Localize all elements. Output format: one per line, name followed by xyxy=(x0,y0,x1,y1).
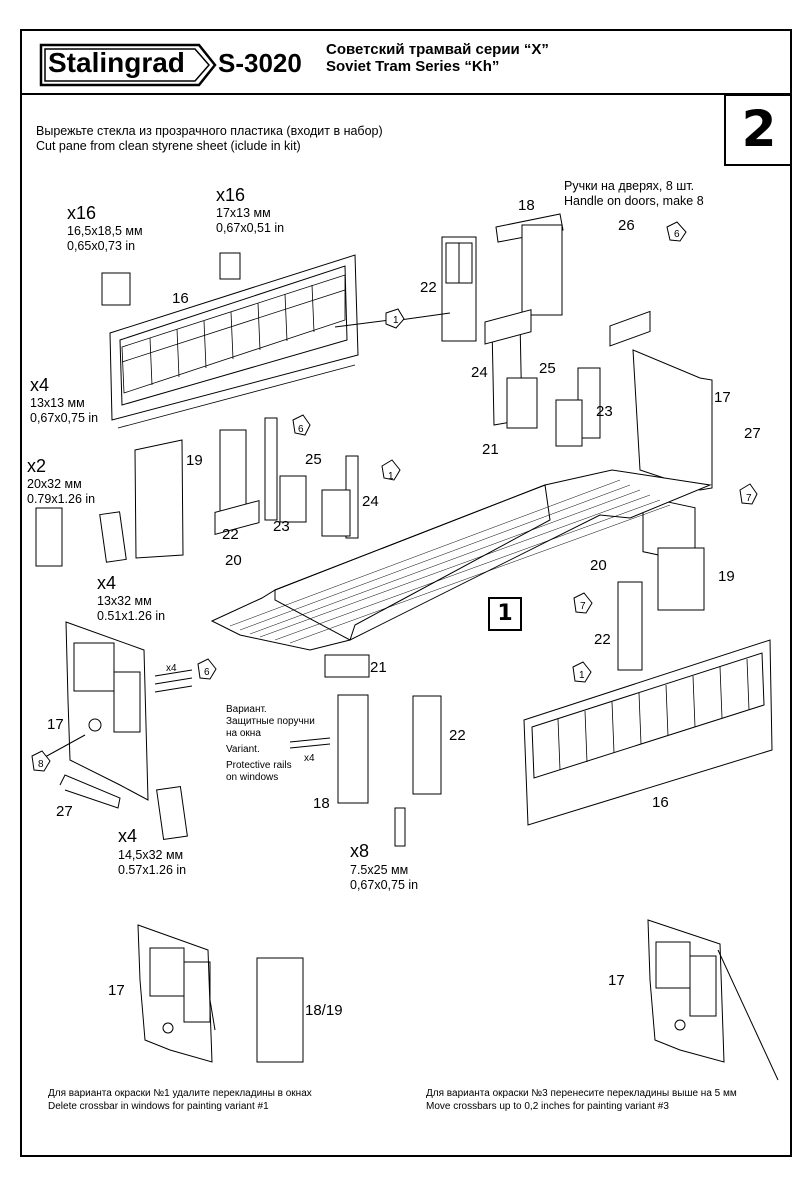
variant-note-line: Variant. xyxy=(226,744,260,755)
pane-count: x16 xyxy=(216,185,246,205)
callout-6: 6 xyxy=(204,667,210,678)
part-label-27: 27 xyxy=(56,803,73,820)
part-label-18: 18 xyxy=(518,197,535,214)
part-label-21: 21 xyxy=(370,659,387,676)
brand-arrow-frame xyxy=(39,43,217,87)
pane-count: x4 xyxy=(30,375,50,395)
quantity-label: x4 xyxy=(166,663,177,674)
variant-note-line: on windows xyxy=(226,772,279,783)
handles-en: Handle on doors, make 8 xyxy=(564,194,704,208)
part-label-18-19: 18/19 xyxy=(305,1002,343,1019)
part-label-19: 19 xyxy=(718,568,735,585)
subassembly-reference: 1 xyxy=(488,597,522,631)
variant1-ru: Для варианта окраски №1 удалите переклад… xyxy=(48,1088,312,1099)
handles-ru: Ручки на дверях, 8 шт. xyxy=(564,179,695,193)
part-label-27: 27 xyxy=(744,425,761,442)
part-label-26: 26 xyxy=(618,217,635,234)
pane-size-mm: 7.5x25 мм xyxy=(350,863,409,877)
callout-7: 7 xyxy=(746,493,752,504)
pane-size-in: 0,67x0,75 in xyxy=(350,878,419,892)
variant3-en: Move crossbars up to 0,2 inches for pain… xyxy=(426,1101,669,1112)
pane-count: x2 xyxy=(27,456,47,476)
part-label-21: 21 xyxy=(482,441,499,458)
cut-panes-en: Cut pane from clean styrene sheet (iclud… xyxy=(36,139,301,153)
variant-note-line: на окна xyxy=(226,728,261,739)
callout-1: 1 xyxy=(579,670,585,681)
instruction-sheet: Stalingrad S-3020 Советский трамвай сери… xyxy=(20,29,792,1157)
variant-note-line: Вариант. xyxy=(226,704,267,715)
part-label-22: 22 xyxy=(420,279,437,296)
part-label-25: 25 xyxy=(539,360,556,377)
variant-note-line: Protective rails xyxy=(226,760,292,771)
part-label-24: 24 xyxy=(362,493,379,510)
pane-size-mm: 20x32 мм xyxy=(27,477,82,491)
part-label-22: 22 xyxy=(594,631,611,648)
pane-size-in: 0.51x1.26 in xyxy=(97,609,166,623)
pane-size-in: 0.79x1.26 in xyxy=(27,492,96,506)
pane-size-in: 0.57x1.26 in xyxy=(118,863,187,877)
callout-1: 1 xyxy=(393,315,399,326)
callout-1: 1 xyxy=(388,471,394,482)
part-label-20: 20 xyxy=(590,557,607,574)
cut-panes-ru: Вырежьте стекла из прозрачного пластика … xyxy=(36,124,383,138)
title-english: Soviet Tram Series “Kh” xyxy=(326,58,500,75)
part-label-17: 17 xyxy=(714,389,731,406)
pane-count: x16 xyxy=(67,203,97,223)
part-label-25: 25 xyxy=(305,451,322,468)
pane-count: x4 xyxy=(118,826,138,846)
part-label-17: 17 xyxy=(47,716,64,733)
part-label-22: 22 xyxy=(449,727,466,744)
part-label-22: 22 xyxy=(222,526,239,543)
part-label-23: 23 xyxy=(596,403,613,420)
callout-8: 8 xyxy=(38,759,44,770)
kit-code: S-3020 xyxy=(218,48,302,78)
callout-7: 7 xyxy=(580,601,586,612)
pane-size-mm: 17x13 мм xyxy=(216,206,271,220)
part-label-17: 17 xyxy=(608,972,625,989)
part-label-19: 19 xyxy=(186,452,203,469)
pane-size-mm: 13x13 мм xyxy=(30,396,85,410)
part-label-16: 16 xyxy=(172,290,189,307)
variant-note-line: Защитные поручни xyxy=(226,716,315,727)
callout-6: 6 xyxy=(674,229,680,240)
pane-size-in: 0,65x0,73 in xyxy=(67,239,136,253)
pane-size-mm: 16,5x18,5 мм xyxy=(67,224,143,238)
part-label-17: 17 xyxy=(108,982,125,999)
pane-size-mm: 13x32 мм xyxy=(97,594,152,608)
title-russian: Советский трамвай серии “X” xyxy=(326,41,549,58)
pane-count: x8 xyxy=(350,841,370,861)
part-label-20: 20 xyxy=(225,552,242,569)
pane-size-in: 0,67x0,51 in xyxy=(216,221,285,235)
callout-6: 6 xyxy=(298,424,304,435)
variant1-en: Delete crossbar in windows for painting … xyxy=(48,1101,269,1112)
quantity-label: x4 xyxy=(304,753,315,764)
header: Stalingrad S-3020 Советский трамвай сери… xyxy=(22,31,790,95)
pane-size-in: 0,67x0,75 in xyxy=(30,411,99,425)
pane-count: x4 xyxy=(97,573,117,593)
part-label-18: 18 xyxy=(313,795,330,812)
pane-size-mm: 14,5x32 мм xyxy=(118,848,184,862)
brand-name: Stalingrad xyxy=(48,47,185,78)
step-number: 2 xyxy=(724,94,792,166)
part-label-16: 16 xyxy=(652,794,669,811)
part-label-24: 24 xyxy=(471,364,488,381)
variant3-ru: Для варианта окраски №3 перенесите перек… xyxy=(426,1088,737,1099)
part-label-23: 23 xyxy=(273,518,290,535)
